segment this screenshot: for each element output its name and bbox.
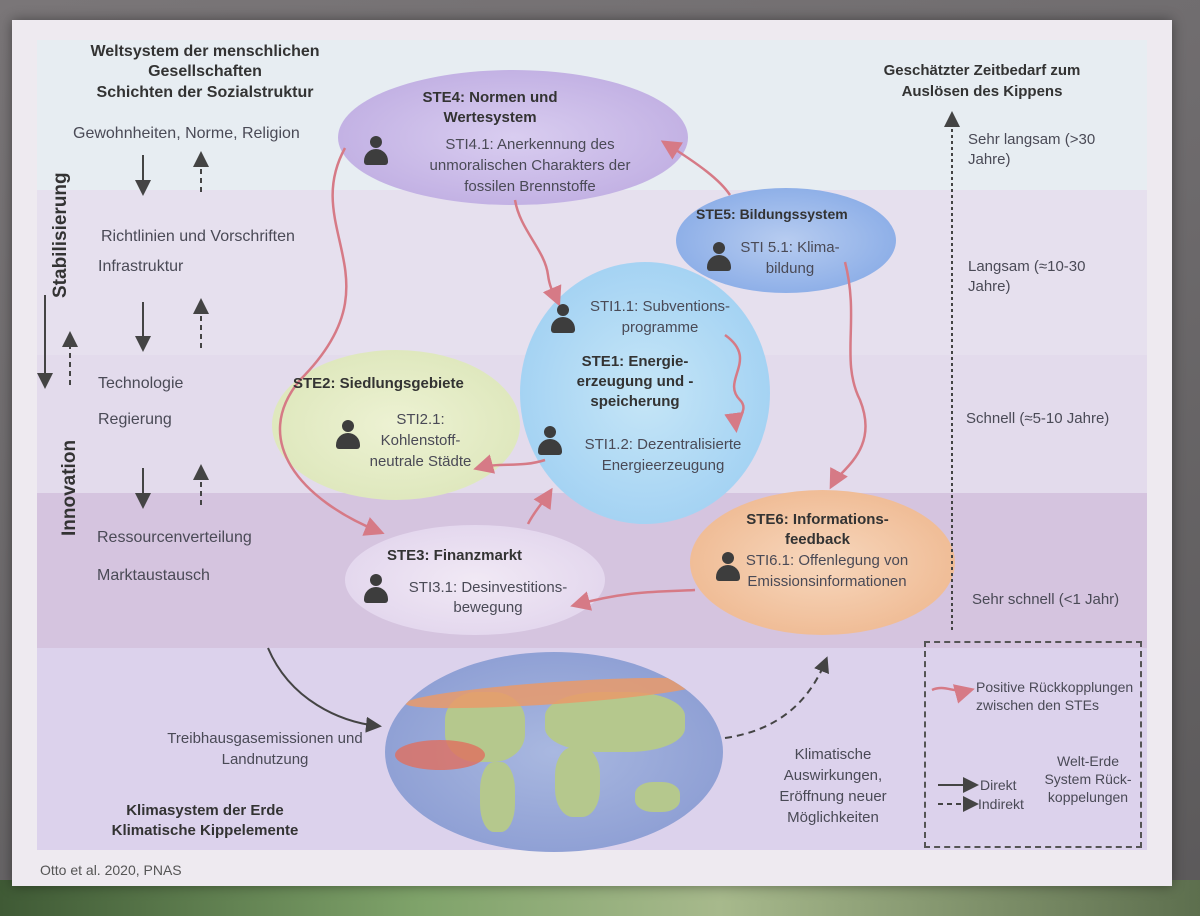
arrow-ste3-ste1	[526, 487, 553, 525]
stabilisierung-label: Stabilisierung	[50, 172, 71, 298]
arrow-ste1-ste2	[473, 454, 546, 474]
world-map	[385, 652, 723, 852]
person-icon	[364, 574, 388, 604]
legend-direkt: Direkt	[980, 777, 1017, 793]
arrow-ste5-ste6	[829, 261, 867, 490]
citation: Otto et al. 2020, PNAS	[40, 862, 182, 878]
map-continent	[480, 762, 515, 832]
person-icon	[364, 136, 388, 166]
person-icon	[551, 304, 575, 334]
time-label: Langsam (≈10-30 Jahre)	[968, 258, 1086, 295]
ste6-title: STE6: Informations-feedback	[746, 511, 889, 548]
ste4-ellipse	[338, 70, 688, 205]
layer-label: Gewohnheiten, Norme, Religion	[73, 125, 300, 142]
legend-positive: Positive Rückkopplungen zwischen den STE…	[976, 679, 1134, 713]
legend-positive-arrow	[931, 684, 975, 704]
background-strip	[0, 880, 1200, 916]
climate-subtitle: Klimatische Kippelemente	[111, 822, 299, 839]
ste2-ellipse	[272, 350, 520, 500]
emissions-label: Treibhausgasemissionen und Landnutzung	[167, 730, 363, 768]
arrow-ste6-ste3	[570, 588, 696, 611]
person-icon	[716, 552, 740, 582]
climate-title: Klimasystem der Erde	[126, 802, 284, 819]
innovation-label: Innovation	[59, 439, 80, 536]
ste4-sti: STI4.1: Anerkennung des unmoralischen Ch…	[429, 136, 631, 195]
layer-label: Marktaustausch	[97, 567, 210, 584]
layer-label: Regierung	[98, 411, 172, 428]
impacts-label: Klimatische Auswirkungen, Eröffnung neue…	[779, 746, 887, 826]
arrow-emissions-map	[267, 647, 382, 733]
arrow-ste4-ste1	[513, 199, 562, 307]
layer-label: Ressourcenverteilung	[97, 529, 252, 546]
legend-box	[924, 641, 1142, 848]
ste3-ellipse	[345, 525, 605, 635]
ste2-sti: STI2.1: Kohlenstoff-neutrale Städte	[369, 411, 472, 470]
person-icon	[538, 426, 562, 456]
map-continent	[555, 747, 600, 817]
layer-label: Richtlinien und Vorschriften	[101, 228, 295, 245]
right-title: Geschätzter Zeitbedarf zum Auslösen des …	[883, 62, 1081, 100]
ste6-ellipse	[690, 490, 955, 635]
ste6-sti: STI6.1: Offenlegung von Emissionsinforma…	[745, 552, 909, 590]
ste5-title: STE5: Bildungssystem	[696, 206, 848, 222]
map-continent	[635, 782, 680, 812]
ste2-title: STE2: Siedlungsgebiete	[293, 375, 464, 392]
map-band	[395, 740, 485, 770]
arrow-ste5-ste4	[660, 140, 732, 196]
ste3-title: STE3: Finanzmarkt	[387, 547, 523, 564]
ste1-sti1: STI1.1: Subventions-programme	[589, 298, 731, 336]
arrow-ste4-ste3	[278, 147, 385, 536]
layer-label: Technologie	[98, 375, 184, 392]
person-icon	[336, 420, 360, 450]
ste3-sti: STI3.1: Desinvestitions-bewegung	[408, 579, 568, 616]
ste1-title: STE1: Energie-erzeugung und -speicherung	[576, 353, 694, 410]
arrow-ste1-internal	[724, 333, 745, 433]
person-icon	[707, 242, 731, 272]
time-label: Schnell (≈5-10 Jahre)	[966, 410, 1110, 427]
left-subtitle: Schichten der Sozialstruktur	[96, 84, 314, 101]
time-label: Sehr schnell (<1 Jahr)	[972, 591, 1120, 608]
ste4-title: STE4: Normen und Wertesystem	[422, 89, 558, 126]
ste5-ellipse	[676, 188, 896, 293]
time-label: Sehr langsam (>30 Jahre)	[968, 131, 1096, 168]
ste5-sti: STI 5.1: Klima-bildung	[740, 239, 840, 277]
legend-indirekt: Indirekt	[978, 796, 1024, 812]
legend-system: Welt-Erde System Rück-koppelungen	[1044, 753, 1132, 805]
layer-label: Infrastruktur	[98, 258, 184, 275]
arrow-map-impacts	[724, 656, 829, 739]
ste1-sti2: STI1.2: Dezentralisierte Energieerzeugun…	[584, 436, 742, 474]
left-title: Weltsystem der menschlichen Gesellschaft…	[90, 43, 320, 80]
